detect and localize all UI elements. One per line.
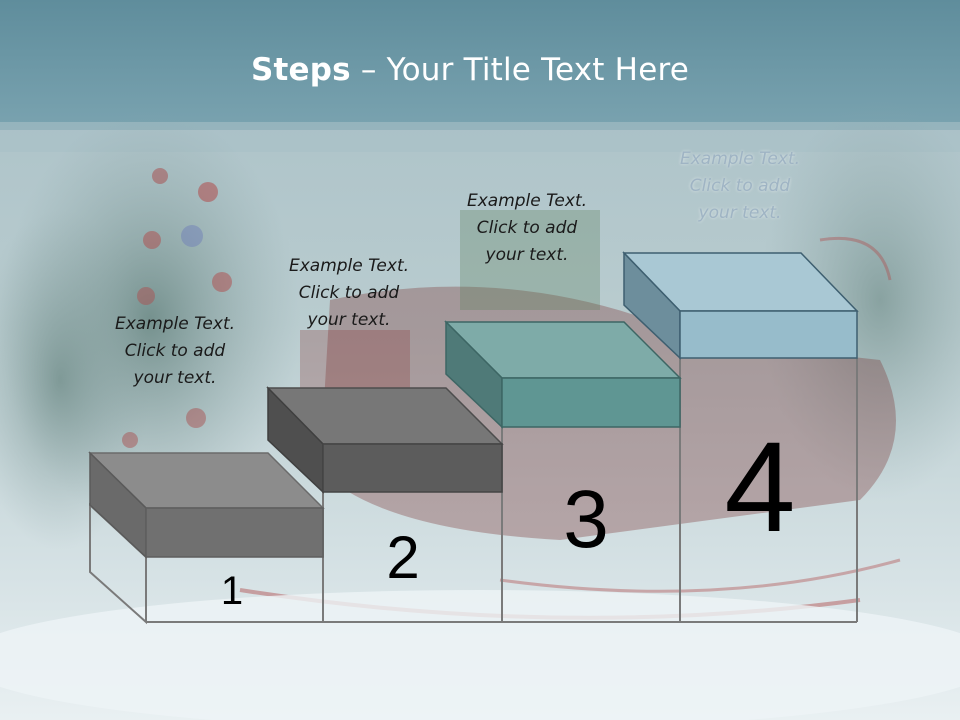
caption-line: Click to add bbox=[124, 341, 226, 361]
step-block-2[interactable] bbox=[266, 386, 504, 494]
caption-line: Click to add bbox=[476, 218, 578, 238]
step-block-4-front bbox=[679, 310, 858, 359]
title-separator: – bbox=[350, 52, 387, 88]
caption-line: your text. bbox=[133, 368, 217, 388]
caption-line: Example Text. bbox=[466, 191, 588, 211]
step-block-1-front bbox=[145, 507, 324, 558]
caption-line: Example Text. bbox=[679, 149, 801, 169]
step-block-1[interactable] bbox=[88, 451, 325, 559]
caption-line: your text. bbox=[307, 310, 391, 330]
step-number-4: 4 bbox=[724, 416, 796, 559]
caption-line: Click to add bbox=[689, 176, 791, 196]
caption-line: Click to add bbox=[298, 283, 400, 303]
title-rest: Your Title Text Here bbox=[386, 52, 689, 88]
step-caption-3[interactable]: Example Text. Click to add your text. bbox=[437, 188, 617, 269]
step-block-4[interactable] bbox=[622, 251, 859, 360]
caption-line: Example Text. bbox=[114, 314, 236, 334]
step-block-3-front bbox=[501, 377, 681, 428]
caption-line: your text. bbox=[485, 245, 569, 265]
step-caption-2[interactable]: Example Text. Click to add your text. bbox=[259, 253, 439, 334]
caption-line: Example Text. bbox=[288, 256, 410, 276]
title-bold: Steps bbox=[250, 52, 351, 88]
slide-title[interactable]: Steps – Your Title Text Here bbox=[0, 52, 940, 88]
step-number-3: 3 bbox=[563, 474, 609, 565]
step-number-2: 2 bbox=[386, 524, 420, 591]
step-block-3[interactable] bbox=[444, 320, 682, 429]
step-caption-4[interactable]: Example Text. Click to add your text. bbox=[650, 146, 830, 227]
step-number-1: 1 bbox=[220, 569, 244, 613]
caption-line: your text. bbox=[698, 203, 782, 223]
step-block-2-front bbox=[322, 443, 503, 493]
step-caption-1[interactable]: Example Text. Click to add your text. bbox=[85, 311, 265, 392]
